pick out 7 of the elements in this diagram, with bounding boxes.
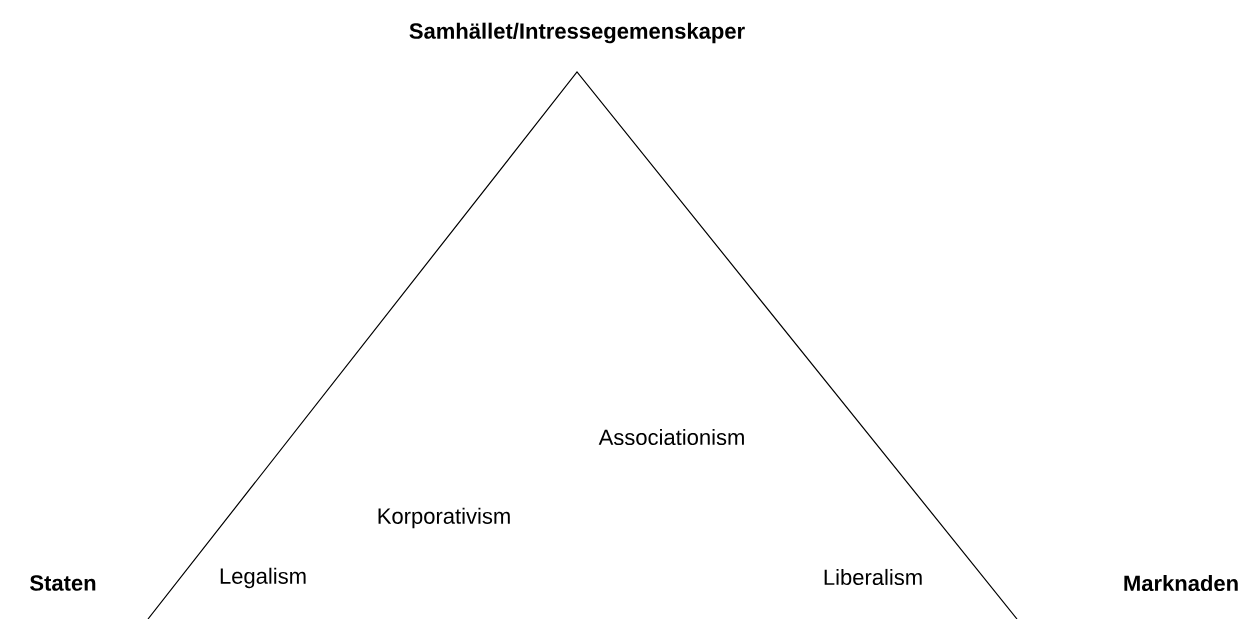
corner-label: Marknaden [1124, 574, 1238, 592]
corner-label: Samhället/Intressegemenskaper [409, 22, 745, 44]
region-label: Associationism [598, 428, 744, 446]
region-label: Legalism [220, 567, 306, 589]
region-label: Korporativism [378, 507, 510, 529]
corner-label: Staten [30, 575, 96, 591]
region-label: Liberalism [824, 568, 922, 586]
